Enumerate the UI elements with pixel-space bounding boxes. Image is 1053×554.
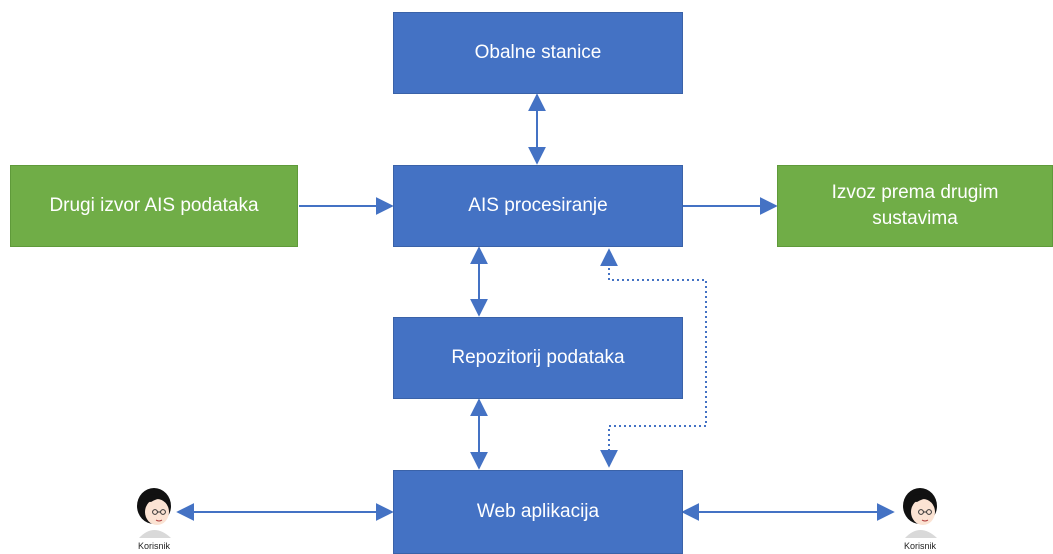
- node-data-repository: Repozitorij podataka: [393, 317, 683, 399]
- user-right-label: Korisnik: [903, 541, 936, 551]
- node-web-app-label: Web aplikacija: [476, 501, 600, 522]
- dotted-arrow-webapp-processing: [600, 248, 707, 468]
- user-left: Korisnik: [124, 486, 184, 551]
- node-other-ais-source: Drugi izvor AIS podataka: [10, 165, 298, 247]
- node-export-systems-label: Izvoz prema drugim sustavima: [831, 182, 999, 229]
- user-avatar-icon: [903, 488, 937, 538]
- node-export-systems: Izvoz prema drugim sustavima: [777, 165, 1053, 247]
- user-left-label: Korisnik: [137, 541, 170, 551]
- user-right: Korisnik: [890, 486, 950, 551]
- node-coastal-stations: Obalne stanice: [393, 12, 683, 94]
- node-ais-processing: AIS procesiranje: [393, 165, 683, 247]
- node-ais-processing-label: AIS procesiranje: [468, 195, 608, 216]
- user-avatar-icon: [137, 488, 171, 538]
- node-data-repository-label: Repozitorij podataka: [451, 347, 625, 368]
- node-other-ais-source-label: Drugi izvor AIS podataka: [49, 195, 259, 216]
- node-coastal-stations-label: Obalne stanice: [474, 42, 602, 63]
- node-web-app: Web aplikacija: [393, 470, 683, 554]
